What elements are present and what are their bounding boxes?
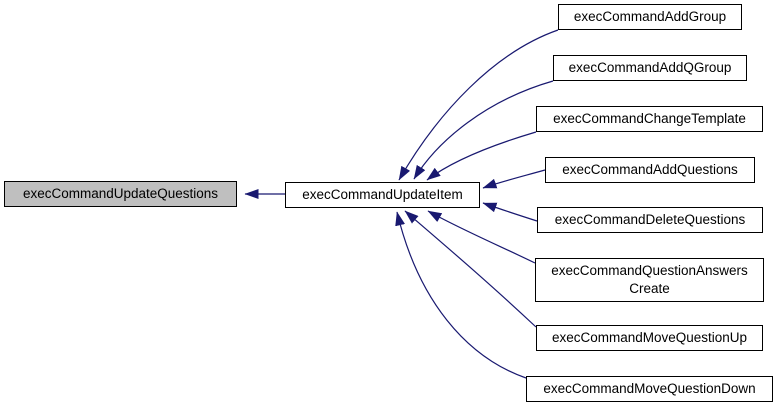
edge-questionanswerscreate-to-updateitem	[427, 210, 536, 264]
node-execcommandaddqgroup[interactable]: execCommandAddQGroup	[553, 55, 747, 81]
edge-addqgroup-to-updateitem	[413, 80, 554, 180]
edge-movequestiondown-to-updateitem	[395, 211, 527, 379]
edge-deletequestions-to-updateitem	[482, 202, 538, 222]
node-execcommandchangetemplate[interactable]: execCommandChangeTemplate	[536, 106, 763, 132]
node-execcommandmovequestiondown[interactable]: execCommandMoveQuestionDown	[526, 376, 773, 402]
node-execcommandupdatequestions[interactable]: execCommandUpdateQuestions	[4, 181, 237, 207]
edge-addquestions-to-updateitem	[482, 169, 546, 189]
node-execcommandmovequestionup[interactable]: execCommandMoveQuestionUp	[536, 325, 763, 351]
node-execcommandupdateitem[interactable]: execCommandUpdateItem	[285, 182, 480, 208]
edge-movequestionup-to-updateitem	[404, 210, 537, 328]
edge-addgroup-to-updateitem	[398, 29, 559, 181]
node-execcommandaddgroup[interactable]: execCommandAddGroup	[558, 4, 742, 30]
edge-changetemplate-to-updateitem	[426, 131, 537, 181]
node-execcommanddeletequestions[interactable]: execCommandDeleteQuestions	[537, 207, 763, 233]
node-execcommandquestionanswerscreate[interactable]: execCommandQuestionAnswers Create	[535, 258, 764, 302]
node-execcommandaddquestions[interactable]: execCommandAddQuestions	[545, 157, 755, 183]
